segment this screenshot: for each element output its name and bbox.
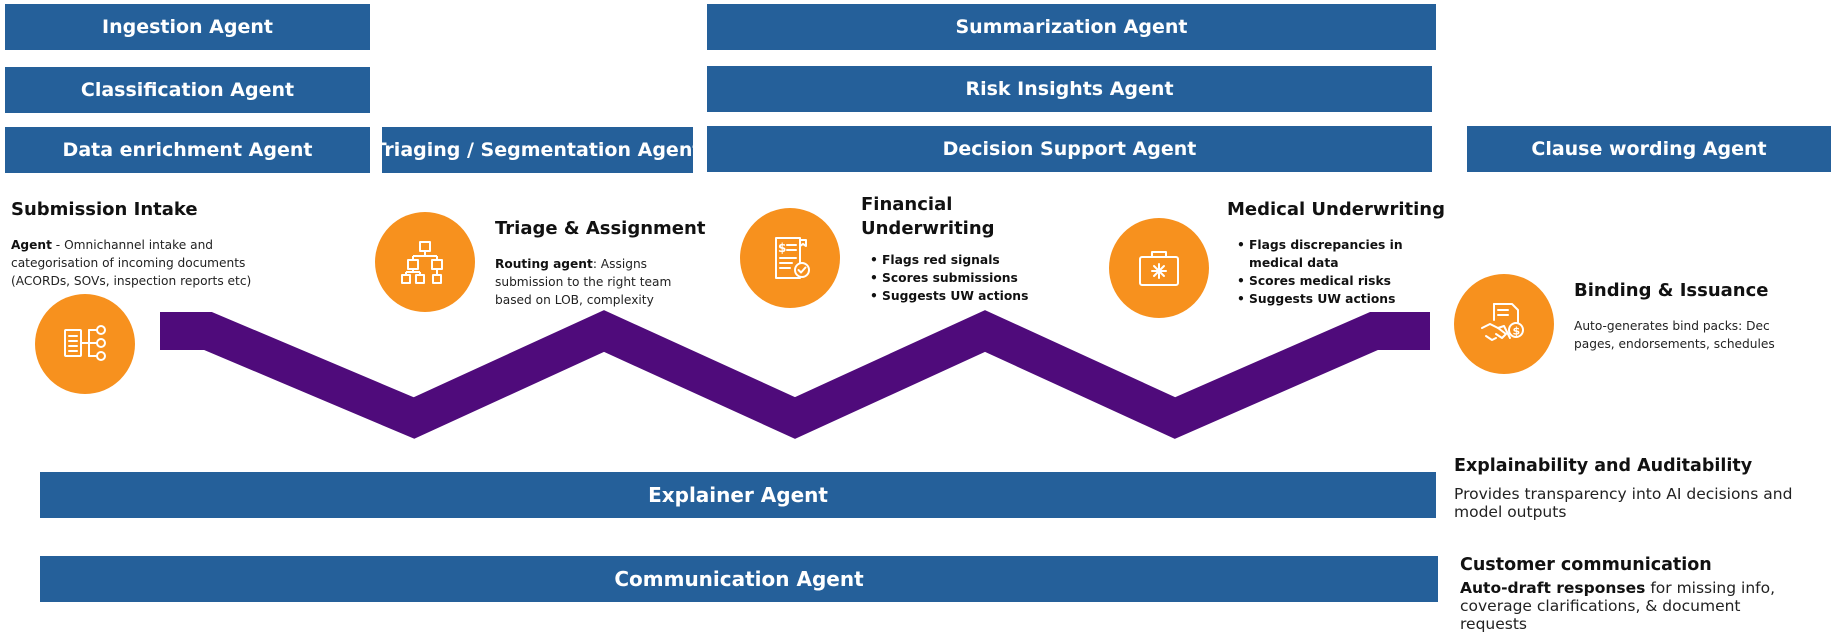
- risk-insights-agent-bar: Risk Insights Agent: [707, 66, 1432, 112]
- triage-assignment-title: Triage & Assignment: [495, 218, 706, 239]
- medical-bullet: Flags discrepancies in medical data: [1237, 236, 1407, 272]
- communication-agent-bar: Communication Agent: [40, 556, 1438, 602]
- summarization-agent-bar: Summarization Agent: [707, 4, 1436, 50]
- ingestion-agent-bar: Ingestion Agent: [5, 4, 370, 50]
- svg-text:$: $: [1513, 325, 1521, 338]
- svg-text:$: $: [778, 241, 786, 255]
- routing-agent-label: Routing agent: [495, 257, 593, 271]
- financial-bullets: Flags red signals Scores submissions Sug…: [870, 251, 1060, 305]
- binding-issuance-desc: Auto-generates bind packs: Dec pages, en…: [1574, 319, 1775, 351]
- financial-title-line1: Financial: [861, 194, 953, 215]
- medical-bullet: Scores medical risks: [1237, 272, 1407, 290]
- explainability-desc: Provides transparency into AI decisions …: [1454, 485, 1793, 521]
- classification-agent-bar: Classification Agent: [5, 67, 370, 113]
- financial-title-line2: Underwriting: [861, 217, 995, 239]
- document-flow-icon: [35, 294, 135, 394]
- financial-bullet: Suggests UW actions: [870, 287, 1060, 305]
- binding-issuance-title: Binding & Issuance: [1574, 280, 1769, 301]
- medical-bullet: Suggests UW actions: [1237, 290, 1407, 308]
- explainer-agent-bar: Explainer Agent: [40, 472, 1436, 518]
- financial-bullet: Flags red signals: [870, 251, 1060, 269]
- triage-desc-text: : Assigns submission to the right team b…: [495, 257, 672, 307]
- intake-desc-text: - Omnichannel intake and categorisation …: [11, 238, 252, 288]
- financial-bullet: Scores submissions: [870, 269, 1060, 287]
- clause-wording-agent-bar: Clause wording Agent: [1467, 126, 1831, 172]
- medical-kit-icon: [1109, 218, 1209, 318]
- data-enrichment-agent-bar: Data enrichment Agent: [5, 127, 370, 173]
- medical-underwriting-title: Medical Underwriting: [1227, 199, 1445, 220]
- triage-assignment-desc: Routing agent: Assigns submission to the…: [495, 255, 695, 309]
- customer-communication-title: Customer communication: [1460, 555, 1712, 575]
- submission-intake-title: Submission Intake: [11, 199, 198, 220]
- intake-agent-label: Agent: [11, 238, 52, 252]
- decision-support-agent-bar: Decision Support Agent: [707, 126, 1432, 172]
- handshake-document-icon: $: [1454, 274, 1554, 374]
- triaging-segmentation-agent-bar: Triaging / Segmentation Agent: [374, 127, 701, 173]
- customer-communication-desc: Auto-draft responses for missing info, c…: [1460, 579, 1790, 633]
- medical-bullets: Flags discrepancies in medical data Scor…: [1237, 236, 1407, 308]
- submission-intake-desc: Agent - Omnichannel intake and categoris…: [11, 236, 261, 290]
- invoice-check-icon: $: [740, 208, 840, 308]
- hierarchy-icon: [375, 212, 475, 312]
- auto-draft-label: Auto-draft responses: [1460, 579, 1646, 597]
- explainability-title: Explainability and Auditability: [1454, 456, 1753, 476]
